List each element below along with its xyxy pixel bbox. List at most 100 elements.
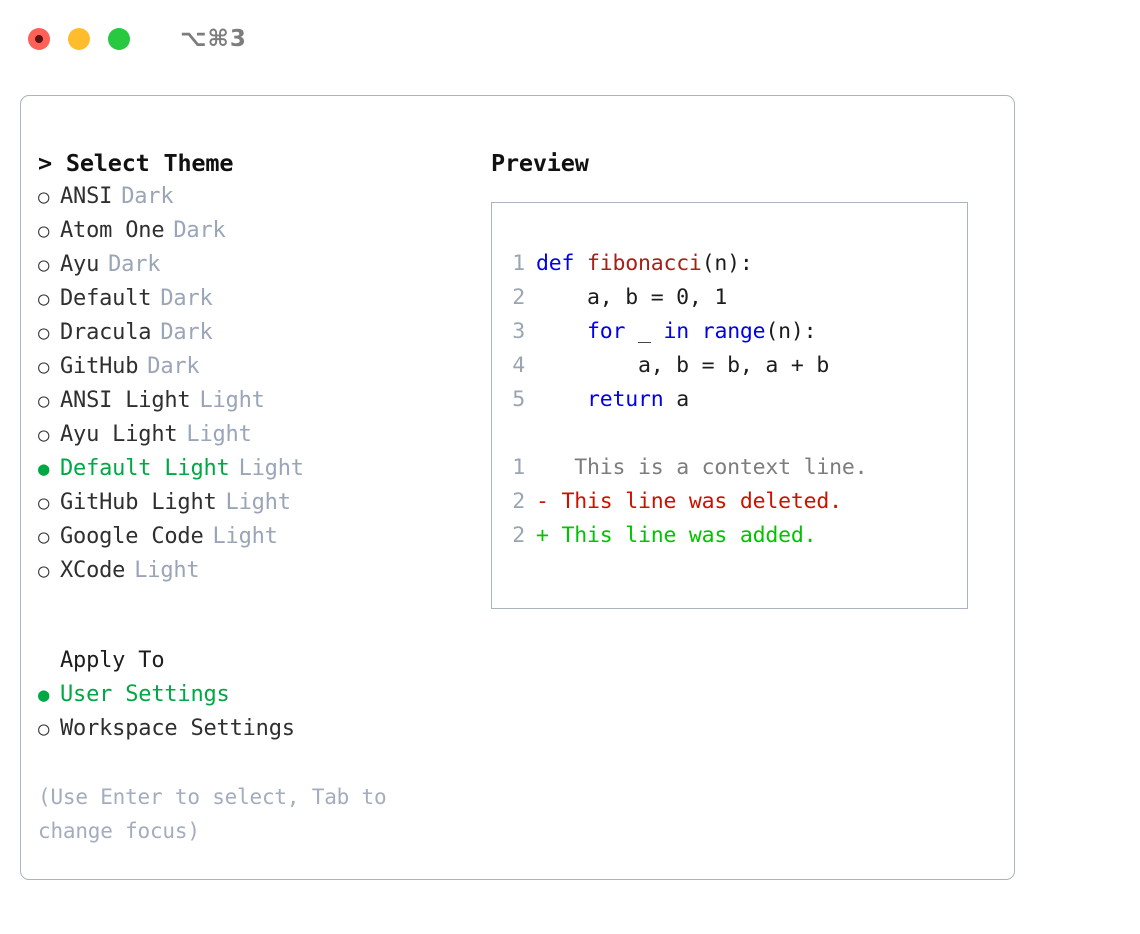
radio-selected-icon: ● <box>38 458 50 480</box>
line-number: 2 <box>512 523 525 548</box>
code-token: a, b = b, a + b <box>536 353 830 378</box>
code-line-text: return a <box>536 383 689 417</box>
title-bar: ⌥⌘3 <box>0 0 1140 78</box>
theme-option-label: Dracula <box>60 320 152 345</box>
diff-marker <box>536 451 549 485</box>
theme-option-tag: Light <box>212 524 278 549</box>
line-number: 4 <box>512 353 525 378</box>
theme-option-tag: Dark <box>160 286 213 311</box>
code-line-text: a, b = 0, 1 <box>536 281 727 315</box>
code-line-text: a, b = b, a + b <box>536 349 829 383</box>
code-line: 5 return a <box>506 383 967 417</box>
code-token: (n): <box>701 251 753 276</box>
theme-option-label: XCode <box>60 558 126 583</box>
close-button[interactable] <box>28 28 50 50</box>
diff-line-del: 2- This line was deleted. <box>506 485 967 519</box>
diff-line-text: This line was added. <box>548 523 817 548</box>
theme-option-tag: Dark <box>108 252 161 277</box>
line-number: 1 <box>512 455 525 480</box>
keyboard-hint: (Use Enter to select, Tab to change focu… <box>38 785 387 843</box>
theme-option-xcode[interactable]: ○ XCode Light <box>38 554 491 588</box>
code-token <box>536 387 587 412</box>
apply-to-option-label: User Settings <box>60 682 230 707</box>
window-controls <box>28 28 130 50</box>
theme-option-label: Default <box>60 286 152 311</box>
theme-option-tag: Light <box>186 422 252 447</box>
theme-option-tag: Light <box>134 558 200 583</box>
radio-unselected-icon: ○ <box>38 356 50 378</box>
select-theme-header: > Select Theme <box>38 149 234 177</box>
theme-option-tag: Light <box>225 490 291 515</box>
apply-to-option-workspace-settings[interactable]: ○Workspace Settings <box>38 712 491 746</box>
code-token <box>689 319 702 344</box>
code-token <box>574 251 587 276</box>
diff-line-text: This line was deleted. <box>548 489 842 514</box>
zoom-button[interactable] <box>108 28 130 50</box>
theme-option-label: Google Code <box>60 524 204 549</box>
radio-unselected-icon: ○ <box>38 424 50 446</box>
code-token: def <box>536 251 575 276</box>
line-number: 1 <box>512 251 525 276</box>
theme-option-github[interactable]: ○ GitHub Dark <box>38 350 491 384</box>
code-token: return <box>586 387 664 412</box>
theme-option-default-light[interactable]: ● Default Light Light <box>38 452 491 486</box>
radio-unselected-icon: ○ <box>38 390 50 412</box>
radio-unselected-icon: ○ <box>38 254 50 276</box>
code-token: (n): <box>765 319 817 344</box>
code-line-text: for _ in range(n): <box>536 315 817 349</box>
theme-option-label: ANSI <box>60 184 113 209</box>
code-token: _ <box>625 319 664 344</box>
preview-title: Preview <box>491 149 589 177</box>
theme-option-tag: Dark <box>160 320 213 345</box>
code-token: range <box>701 319 766 344</box>
theme-option-ayu[interactable]: ○ Ayu Dark <box>38 248 491 282</box>
code-token: in <box>663 319 689 344</box>
line-number: 3 <box>512 319 525 344</box>
radio-unselected-icon: ○ <box>38 560 50 582</box>
line-number: 2 <box>512 489 525 514</box>
theme-option-tag: Dark <box>147 354 200 379</box>
diff-preview: 1 This is a context line.2- This line wa… <box>506 451 967 553</box>
theme-option-tag: Light <box>199 388 265 413</box>
line-number: 5 <box>512 387 525 412</box>
theme-option-tag: Light <box>238 456 304 481</box>
code-token: for <box>586 319 626 344</box>
code-line: 4 a, b = b, a + b <box>506 349 967 383</box>
keyboard-shortcut-label: ⌥⌘3 <box>180 26 247 52</box>
theme-option-label: Atom One <box>60 218 165 243</box>
code-token: a, b = 0, 1 <box>536 285 728 310</box>
theme-option-label: GitHub Light <box>60 490 217 515</box>
minimize-button[interactable] <box>68 28 90 50</box>
diff-line-add: 2 + This line was added. <box>506 519 967 553</box>
theme-option-label: ANSI Light <box>60 388 191 413</box>
theme-option-atom-one[interactable]: ○ Atom One Dark <box>38 214 491 248</box>
theme-option-label: Default Light <box>60 456 230 481</box>
radio-unselected-icon: ○ <box>38 220 50 242</box>
radio-unselected-icon: ○ <box>38 322 50 344</box>
theme-option-dracula[interactable]: ○ Dracula Dark <box>38 316 491 350</box>
diff-marker: - <box>536 489 549 514</box>
close-icon <box>35 35 43 43</box>
radio-selected-icon: ● <box>38 684 50 706</box>
apply-to-option-user-settings[interactable]: ● User Settings <box>38 678 491 712</box>
apply-to-option-label: Workspace Settings <box>60 716 295 741</box>
theme-option-tag: Dark <box>173 218 226 243</box>
diff-marker: + <box>536 523 549 548</box>
theme-option-label: Ayu <box>60 252 100 277</box>
theme-option-ansi-light[interactable]: ○ ANSI Light Light <box>38 384 491 418</box>
apply-to-header: Apply To <box>60 648 165 673</box>
diff-line-text: This is a context line. <box>548 455 868 480</box>
theme-option-label: GitHub <box>60 354 139 379</box>
diff-line-context: 1 This is a context line. <box>506 451 967 485</box>
